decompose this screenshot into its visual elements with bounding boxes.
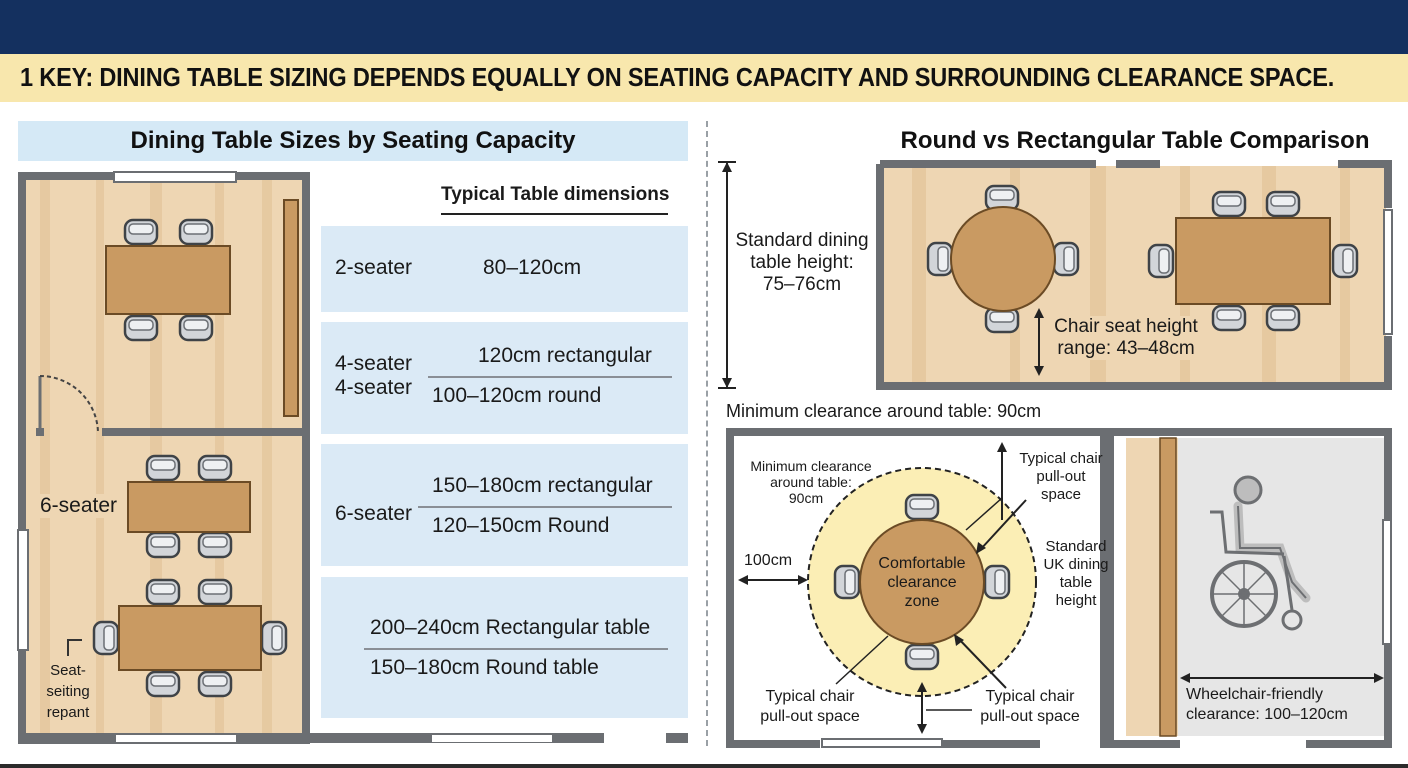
table-height-line1: Standard dining <box>735 230 869 251</box>
row-8-seater-dim-a: 200–240cm Rectangular table <box>370 616 651 639</box>
top-bar <box>0 0 1408 54</box>
left-floor-plan <box>17 171 688 744</box>
wheelchair-line1: Wheelchair-friendly <box>1186 686 1323 703</box>
size-row-4-seater <box>321 322 688 434</box>
row-4-seater-dim-b: 100–120cm round <box>432 384 602 407</box>
uk-height-4: height <box>1055 592 1097 609</box>
pull-out-right-1: Typical chair <box>985 688 1075 705</box>
pull-out-left-2: pull-out space <box>760 708 860 725</box>
row-6-divider <box>418 506 672 508</box>
zone-line1: Comfortable <box>878 555 966 572</box>
key-banner <box>0 54 1408 102</box>
row-6-seater-label: 6-seater <box>335 502 413 525</box>
table-height-line3: 75–76cm <box>762 274 842 295</box>
row-4-divider <box>428 376 672 378</box>
width-100-label: 100cm <box>744 552 793 569</box>
min-clearance-note-1: Minimum clearance <box>750 458 872 474</box>
plan-6-seater-label: 6-seater <box>38 494 120 518</box>
table-header: Typical Table dimensions <box>441 184 670 205</box>
min-clearance-note-2: around table: <box>770 474 852 490</box>
table-height-dimension <box>718 161 736 389</box>
pull-out-top-3: space <box>1040 486 1082 503</box>
row-6-seater-dim-b: 120–150cm Round <box>432 514 610 537</box>
row-8-divider <box>364 648 668 650</box>
right-panel-title: Round vs Rectangular Table Comparison <box>900 127 1370 154</box>
table-height-line2: table height: <box>750 252 854 273</box>
row-4-seater-dim-a: 120cm rectangular <box>478 344 652 367</box>
seat-note-3: repant <box>46 704 90 721</box>
uk-height-1: Standard <box>1045 538 1107 555</box>
size-row-6-seater <box>321 444 688 566</box>
zone-line2: clearance <box>887 574 957 591</box>
panel-divider <box>706 121 708 746</box>
size-row-8-seater <box>321 577 688 718</box>
min-clearance-note-3: 90cm <box>788 490 824 506</box>
seat-note-2: seiting <box>46 683 90 700</box>
key-banner-text: 1 KEY: DINING TABLE SIZING DEPENDS EQUAL… <box>20 62 1335 92</box>
seat-note-1: Seat- <box>50 662 86 679</box>
comparison-room <box>876 160 1393 390</box>
left-heading-band <box>18 121 688 161</box>
chair-seat-height-line2: range: 43–48cm <box>1046 338 1206 360</box>
wheelchair-line2: clearance: 100–120cm <box>1186 706 1348 723</box>
row-2-seater-label: 2-seater <box>335 256 413 279</box>
row-2-seater-dims: 80–120cm <box>483 256 582 279</box>
pull-out-left-1: Typical chair <box>765 688 855 705</box>
row-6-seater-dim-a: 150–180cm rectangular <box>432 474 653 497</box>
min-clearance-caption: Minimum clearance around table: 90cm <box>726 401 1042 421</box>
pull-out-top-1: Typical chair <box>1019 450 1103 467</box>
door-swing-icon <box>39 375 99 433</box>
uk-height-2: UK dining <box>1043 556 1109 573</box>
clearance-diagram <box>726 428 1392 748</box>
bottom-rule <box>0 764 1408 768</box>
row-4-seater-label-a: 4-seater <box>335 352 413 375</box>
wheelchair-icon <box>1210 475 1311 631</box>
row-8-seater-dim-b: 150–180cm Round table <box>370 656 599 679</box>
left-panel-title: Dining Table Sizes by Seating Capacity <box>130 127 576 154</box>
chair-seat-height-line1: Chair seat height <box>1046 316 1206 338</box>
uk-height-3: table <box>1059 574 1093 591</box>
row-4-seater-label-b: 4-seater <box>335 376 413 399</box>
size-row-2-seater <box>321 226 688 312</box>
pull-out-top-2: pull-out <box>1036 468 1086 485</box>
zone-line3: zone <box>904 593 940 610</box>
pull-out-right-2: pull-out space <box>980 708 1080 725</box>
